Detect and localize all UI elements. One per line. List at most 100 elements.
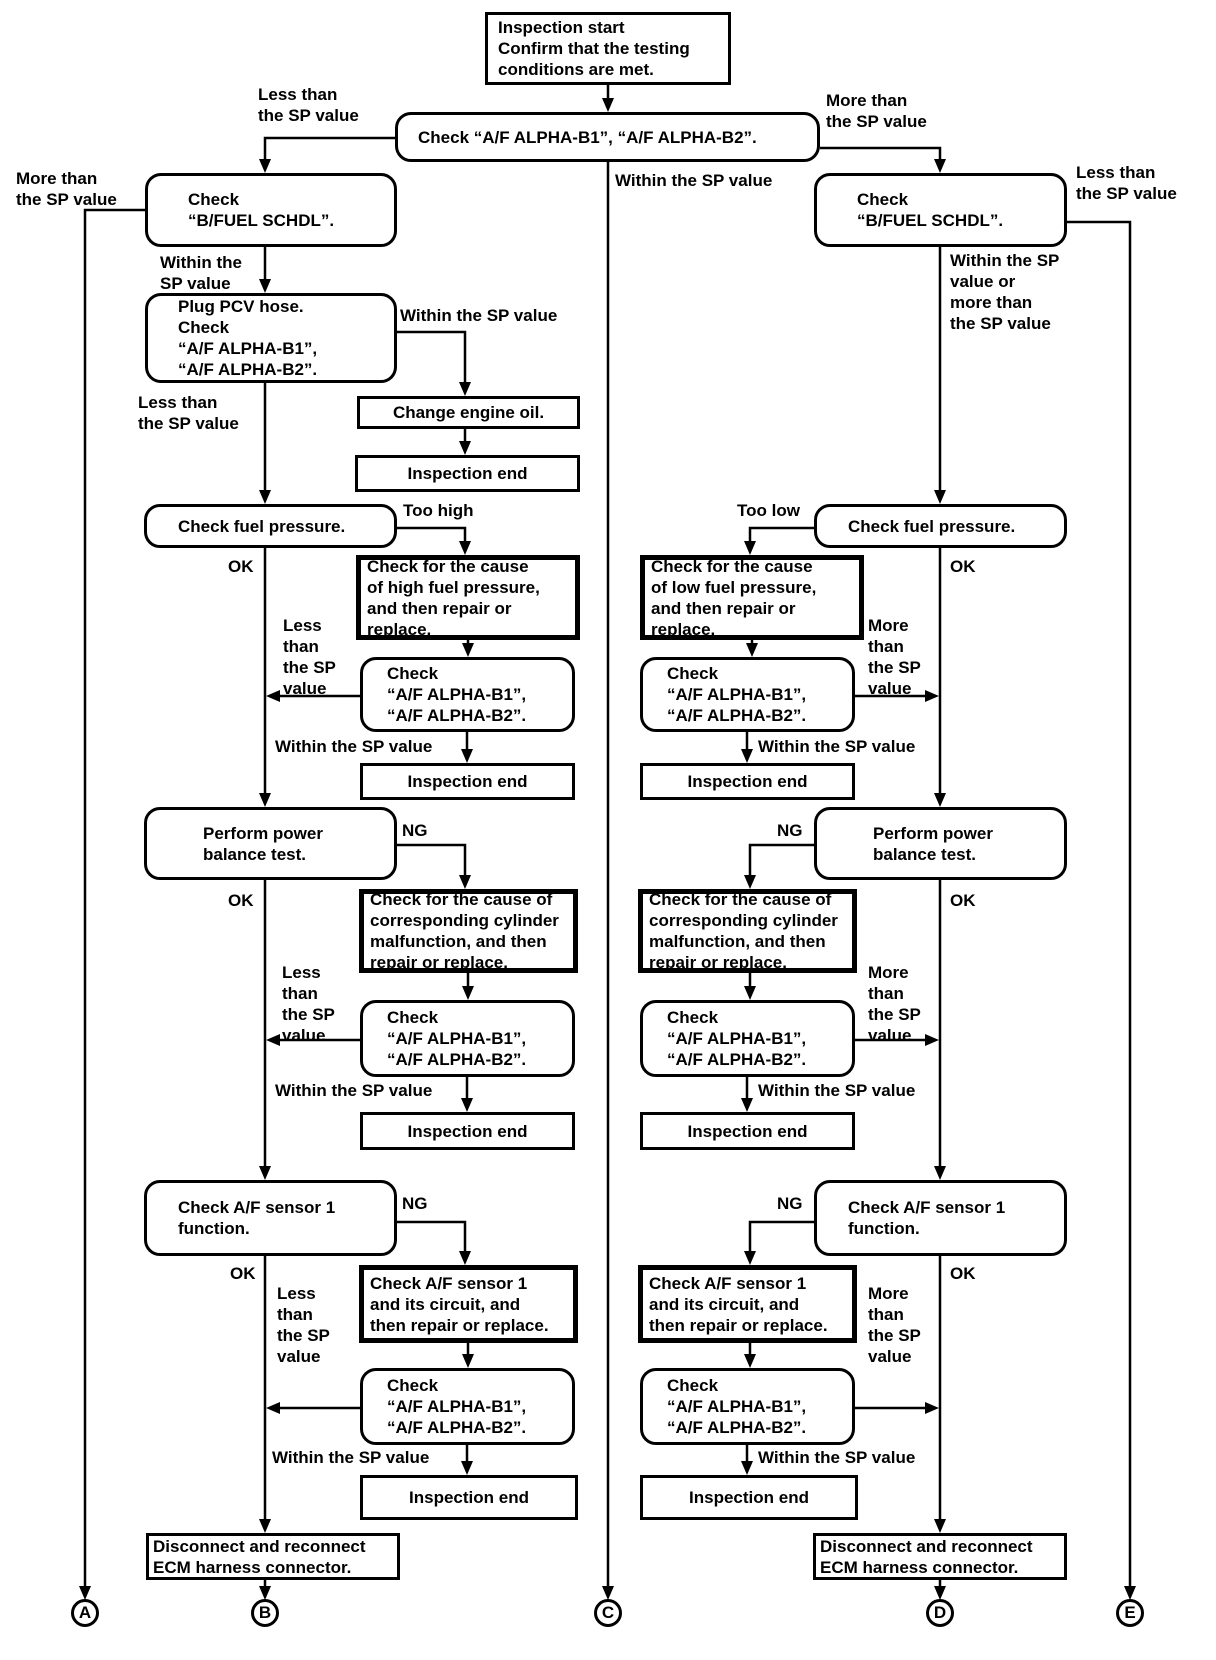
edge-label-ng-power-left: NG bbox=[402, 820, 428, 841]
node-text-line: “A/F ALPHA-B2”. bbox=[387, 1418, 527, 1437]
node-text-line: Check bbox=[667, 1376, 719, 1395]
node-text-line: “A/F ALPHA-B1”, bbox=[667, 1397, 807, 1416]
edge-label-ok-fuel-left: OK bbox=[228, 556, 254, 577]
node-check-af-alpha-3-left: Check“A/F ALPHA-B1”,“A/F ALPHA-B2”. bbox=[360, 1368, 575, 1445]
node-text-line: balance test. bbox=[203, 844, 306, 864]
node-inspection-end-oil: Inspection end bbox=[355, 455, 580, 492]
connector-d: D bbox=[926, 1599, 954, 1627]
edge-label-line: the SP bbox=[868, 1005, 921, 1024]
edge-label-line: Less than bbox=[258, 85, 338, 104]
node-text-line: Inspection end bbox=[687, 772, 808, 791]
edge-label-within-sp-1-right: Within the SP value bbox=[758, 736, 915, 757]
edge-label-line: value bbox=[283, 679, 327, 698]
node-change-engine-oil: Change engine oil. bbox=[357, 396, 580, 429]
connector-a: A bbox=[71, 1599, 99, 1627]
edge-label-line: more than bbox=[950, 293, 1033, 312]
edge-label-line: Less bbox=[282, 963, 321, 982]
node-inspection-end-1-right: Inspection end bbox=[640, 763, 855, 800]
node-text-line: Check A/F sensor 1 bbox=[178, 1198, 336, 1217]
edge-label-line: Too high bbox=[403, 501, 474, 520]
node-inspection-end-3-right: Inspection end bbox=[640, 1475, 858, 1520]
node-text-line: Check bbox=[188, 190, 240, 209]
edge-label-line: Within the SP value bbox=[400, 306, 558, 325]
edge-label-line: NG bbox=[402, 1194, 428, 1213]
node-check-af-alpha-1-right: Check“A/F ALPHA-B1”,“A/F ALPHA-B2”. bbox=[640, 657, 855, 732]
node-text-line: repair or replace. bbox=[370, 953, 508, 972]
edge-label-ng-sensor-left: NG bbox=[402, 1193, 428, 1214]
edge-label-line: value bbox=[277, 1347, 321, 1366]
node-text-line: Check fuel pressure. bbox=[848, 516, 1016, 536]
edge-label-line: Less bbox=[283, 616, 322, 635]
node-text-line: Perform power bbox=[873, 823, 993, 843]
edge-label-line: Within the bbox=[160, 253, 242, 272]
edge-label-line: Within the SP value bbox=[272, 1448, 430, 1467]
edge-label-ng-sensor-right: NG bbox=[777, 1193, 803, 1214]
node-check-fuel-pressure-right: Check fuel pressure. bbox=[814, 504, 1067, 548]
edge-label-line: NG bbox=[402, 821, 428, 840]
node-text-line: Check for the cause of bbox=[649, 890, 832, 909]
edge-label-line: than bbox=[868, 637, 904, 656]
edge-label-line: the SP value bbox=[826, 112, 927, 131]
edge-label-line: the SP value bbox=[258, 106, 359, 125]
node-check-af-alpha-3-right: Check“A/F ALPHA-B1”,“A/F ALPHA-B2”. bbox=[640, 1368, 855, 1445]
edge-label-line: OK bbox=[950, 1264, 976, 1283]
edge-label-ok-sensor-left: OK bbox=[230, 1263, 256, 1284]
connector-b: B bbox=[251, 1599, 279, 1627]
connector-e: E bbox=[1116, 1599, 1144, 1627]
edge-label-line: OK bbox=[950, 891, 976, 910]
node-text-line: conditions are met. bbox=[498, 60, 654, 79]
node-text-line: Check for the cause of bbox=[370, 890, 553, 909]
node-text-line: Disconnect and reconnect bbox=[820, 1536, 1033, 1556]
node-text-line: Check bbox=[667, 1008, 719, 1027]
node-text-line: Check for the cause bbox=[651, 556, 813, 576]
edge-label-line: Within the SP bbox=[950, 251, 1060, 270]
node-text-line: Plug PCV hose. bbox=[178, 297, 304, 316]
node-text-line: “A/F ALPHA-B1”, bbox=[387, 1029, 527, 1048]
edge-label-line: NG bbox=[777, 821, 803, 840]
edge-label-line: Less bbox=[277, 1284, 316, 1303]
edge-label-line: the SP value bbox=[1076, 184, 1177, 203]
node-text-line: Check for the cause bbox=[367, 556, 529, 576]
edge-label-line: the SP value bbox=[138, 414, 239, 433]
node-text-line: Inspection end bbox=[407, 464, 528, 483]
node-text-line: “B/FUEL SCHDL”. bbox=[188, 211, 335, 230]
edge-label-ok-sensor-right: OK bbox=[950, 1263, 976, 1284]
edge-label-within-sp-3-right: Within the SP value bbox=[758, 1447, 915, 1468]
edge-label-line: the SP value bbox=[950, 314, 1051, 333]
node-text-line: Inspection end bbox=[689, 1488, 809, 1507]
edge-label-line: More than bbox=[16, 169, 98, 188]
edge-label-line: More bbox=[868, 963, 909, 982]
node-check-af-alpha-2-left: Check “A/F ALPHA-B1”, “A/F ALPHA-B2”. bbox=[360, 1000, 575, 1077]
edge-label-ok-power-left: OK bbox=[228, 890, 254, 911]
node-text-line: of low fuel pressure, bbox=[651, 577, 817, 597]
node-text-line: and then repair or bbox=[367, 598, 512, 618]
node-text-line: malfunction, and then bbox=[649, 932, 826, 951]
edge-label-line: OK bbox=[230, 1264, 256, 1283]
edge-label-too-high: Too high bbox=[403, 500, 474, 521]
node-text-line: and its circuit, and bbox=[370, 1294, 521, 1314]
node-text-line: Check bbox=[387, 1008, 439, 1027]
edge-label-line: Within the SP value bbox=[275, 737, 433, 756]
node-text-line: Inspection end bbox=[687, 1121, 808, 1141]
node-text-line: Check “A/F ALPHA-B1”, “A/F ALPHA-B2”. bbox=[418, 127, 757, 147]
edge-label-line: Too low bbox=[737, 501, 800, 520]
node-text-line: “A/F ALPHA-B2”. bbox=[387, 1050, 527, 1069]
edge-label-line: the SP bbox=[277, 1326, 330, 1345]
node-text-line: Check bbox=[857, 190, 909, 209]
node-check-af-alpha-2-right: Check“A/F ALPHA-B1”,“A/F ALPHA-B2”. bbox=[640, 1000, 855, 1077]
node-text-line: “A/F ALPHA-B2”. bbox=[667, 706, 807, 725]
edge-label-line: the SP bbox=[283, 658, 336, 677]
node-text-line: Check bbox=[387, 664, 439, 683]
